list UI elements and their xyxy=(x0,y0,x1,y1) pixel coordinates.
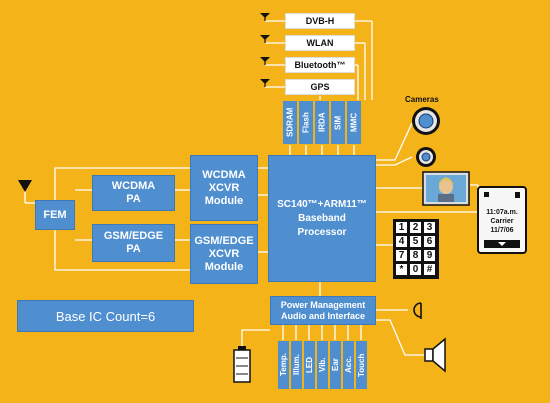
camera-large-icon xyxy=(412,107,440,135)
ear-block: Ear xyxy=(329,340,342,390)
wcdma-xcvr-block: WCDMA XCVR Module xyxy=(190,155,258,221)
key-7: 7 xyxy=(396,250,407,261)
key-2: 2 xyxy=(410,222,421,233)
dvbh-block: DVB-H xyxy=(285,13,355,29)
keypad: 1 2 3 4 5 6 7 8 9 * 0 # xyxy=(393,219,439,279)
key-3: 3 xyxy=(424,222,435,233)
key-0: 0 xyxy=(410,264,421,275)
irda-block: IRDA xyxy=(314,100,330,145)
sim-block: SIM xyxy=(330,100,346,145)
wcdma-pa-block: WCDMA PA xyxy=(92,175,175,211)
key-1: 1 xyxy=(396,222,407,233)
illum-block: Illum. xyxy=(290,340,303,390)
phone-time: 11:07a.m. xyxy=(486,209,518,216)
microphone-icon xyxy=(413,302,422,319)
gsm-edge-xcvr-block: GSM/EDGE XCVR Module xyxy=(190,224,258,284)
key-6: 6 xyxy=(424,236,435,247)
temp-block: Temp. xyxy=(277,340,290,390)
bluetooth-block: Bluetooth™ xyxy=(285,57,355,73)
phone-icon xyxy=(477,186,527,254)
ic-count-block: Base IC Count=6 xyxy=(17,300,194,332)
vib-block: Vib. xyxy=(316,340,329,390)
fem-block: FEM xyxy=(35,200,75,230)
led-block: LED xyxy=(303,340,316,390)
baseband-processor-block: SC140™+ARM11™ Baseband Processor xyxy=(268,155,376,282)
antenna-icon xyxy=(18,180,32,192)
touch-block: Touch xyxy=(355,340,368,390)
key-8: 8 xyxy=(410,250,421,261)
cameras-label: Cameras xyxy=(405,95,439,104)
acc-block: Acc. xyxy=(342,340,355,390)
mmc-block: MMC xyxy=(346,100,362,145)
wlan-block: WLAN xyxy=(285,35,355,51)
power-management-block: Power Management Audio and Interface xyxy=(270,296,376,325)
flash-block: Flash xyxy=(298,100,314,145)
speaker-icon xyxy=(424,337,446,373)
key-9: 9 xyxy=(424,250,435,261)
key-star: * xyxy=(396,264,407,275)
gps-block: GPS xyxy=(285,79,355,95)
sdram-block: SDRAM xyxy=(282,100,298,145)
camera-small-icon xyxy=(416,147,436,167)
gsm-edge-pa-block: GSM/EDGE PA xyxy=(92,224,175,262)
rf-antenna-icons xyxy=(260,13,270,87)
battery-icon xyxy=(233,346,251,383)
phone-date: 11/7/06 xyxy=(490,227,514,234)
phone-carrier: Carrier xyxy=(490,218,514,225)
key-hash: # xyxy=(424,264,435,275)
key-4: 4 xyxy=(396,236,407,247)
display-thumbnail-icon xyxy=(422,171,470,206)
key-5: 5 xyxy=(410,236,421,247)
